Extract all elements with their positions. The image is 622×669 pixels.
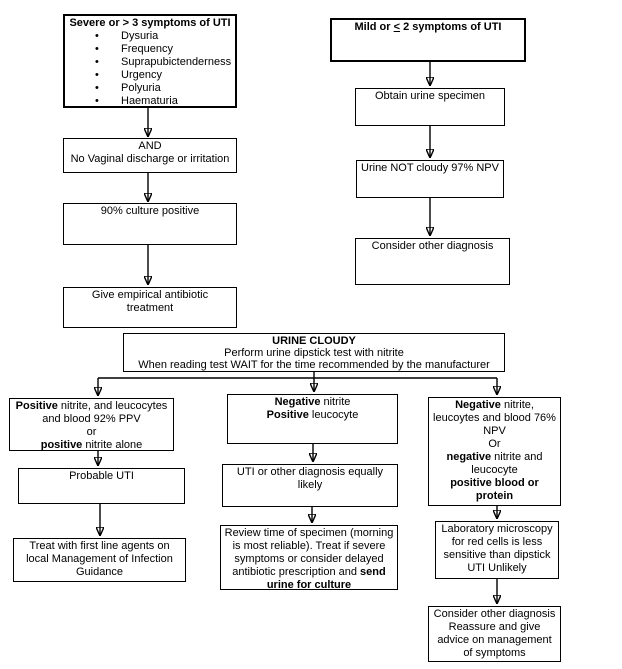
- review-line2: is most reliable). Treat if severe: [232, 540, 386, 552]
- culture-positive-box: 90% culture positive: [63, 203, 237, 245]
- consider-other-diagnosis-reassure-box: Consider other diagnosis Reassure and gi…: [428, 606, 561, 662]
- branch-left-line2: and blood 92% PPV: [42, 413, 141, 425]
- severe-symptoms-box: Severe or > 3 symptoms of UTI • Dysuria •…: [63, 14, 237, 108]
- treat-line2: local Management of Infection: [26, 553, 173, 565]
- consider-bottom-line4: of symptoms: [463, 647, 526, 659]
- list-item: • Urgency: [95, 69, 235, 82]
- bullet-icon: •: [95, 95, 99, 107]
- bullet-label: Frequency: [121, 43, 173, 55]
- uti-or-other-diagnosis-box: UTI or other diagnosis equally likely: [222, 464, 398, 507]
- bullet-icon: •: [95, 82, 99, 94]
- bullet-label: Polyuria: [121, 82, 161, 94]
- branch-right-line8: protein: [475, 490, 514, 502]
- positive-nitrite-branch-box: Positive nitrite, and leucocytes and blo…: [9, 398, 174, 451]
- bullet-icon: •: [95, 56, 99, 68]
- negative-nitrite-branch-box: Negative nitrite, leucoytes and blood 76…: [428, 397, 561, 506]
- branch-right-line2: leucoytes and blood 76%: [433, 412, 556, 424]
- no-discharge-label: No Vaginal discharge or irritation: [70, 153, 230, 165]
- uti-other-line2: likely: [297, 479, 323, 491]
- lab-line1: Laboratory microscopy: [441, 523, 553, 535]
- branch-mid-line2: Positive leucocyte: [266, 409, 359, 421]
- consider-bottom-line3: advice on management: [437, 634, 552, 646]
- list-item: • Haematuria: [95, 95, 235, 108]
- urine-not-cloudy-box: Urine NOT cloudy 97% NPV: [356, 160, 504, 198]
- branch-right-line3: NPV: [483, 425, 506, 437]
- branch-mid-line1: Negative nitrite: [274, 396, 351, 408]
- and-no-discharge-box: AND No Vaginal discharge or irritation: [63, 138, 237, 173]
- review-line4: antibiotic prescription and send: [232, 566, 386, 578]
- probable-uti-box: Probable UTI: [18, 468, 185, 504]
- leq-symbol: <: [393, 21, 401, 33]
- bullet-label: Dysuria: [121, 30, 159, 42]
- review-time-specimen-box: Review time of specimen (morning is most…: [220, 525, 398, 591]
- laboratory-microscopy-box: Laboratory microscopy for red cells is l…: [435, 521, 559, 579]
- obtain-specimen-label: Obtain urine specimen: [374, 90, 486, 102]
- mild-title-pre: Mild or: [354, 21, 394, 33]
- review-line3: symptoms or consider delayed: [234, 553, 384, 565]
- mild-title-post: 2 symptoms of UTI: [400, 21, 502, 33]
- severe-symptoms-title: Severe or > 3 symptoms of UTI: [69, 17, 231, 29]
- bullet-label: Suprapubictenderness: [121, 56, 232, 68]
- severe-symptoms-list: • Dysuria • Frequency • Suprapubictendernes…: [65, 30, 235, 108]
- treat-line3: Guidance: [75, 566, 124, 578]
- and-label: AND: [138, 140, 162, 152]
- branch-right-line4: Or: [488, 438, 501, 450]
- lab-line3: sensitive than dipstick: [443, 549, 551, 561]
- probable-uti-label: Probable UTI: [69, 470, 134, 482]
- consider-bottom-line1: Consider other diagnosis: [433, 608, 556, 620]
- bullet-label: Urgency: [121, 69, 162, 81]
- lab-line2: for red cells is less: [451, 536, 543, 548]
- mild-symptoms-box: Mild or < 2 symptoms of UTI: [330, 18, 526, 62]
- list-item: • Dysuria: [95, 30, 235, 43]
- culture-positive-label: 90% culture positive: [100, 205, 200, 217]
- branch-right-line6: leucocyte: [471, 464, 518, 476]
- branch-left-line4: positive nitrite alone: [40, 439, 143, 451]
- empirical-treatment-box: Give empirical antibiotic treatment: [63, 287, 237, 328]
- review-line5: urine for culture: [266, 579, 352, 591]
- branch-right-line1: Negative nitrite,: [455, 399, 534, 411]
- empirical-line1: Give empirical antibiotic: [91, 289, 209, 301]
- urine-cloudy-line3: When reading test WAIT for the time reco…: [138, 359, 490, 371]
- empirical-line2: treatment: [126, 302, 174, 314]
- treat-first-line-box: Treat with first line agents on local Ma…: [13, 538, 186, 582]
- bullet-label: Haematuria: [121, 95, 178, 107]
- treat-line1: Treat with first line agents on: [29, 540, 170, 552]
- list-item: • Frequency: [95, 43, 235, 56]
- review-line1: Review time of specimen (morning: [224, 527, 394, 539]
- bullet-icon: •: [95, 43, 99, 55]
- branch-left-line3: or: [86, 426, 97, 438]
- urine-not-cloudy-label: Urine NOT cloudy 97% NPV: [361, 162, 499, 174]
- connector-cloudy-split: [98, 371, 497, 379]
- branch-right-line5: negative nitrite and: [446, 451, 543, 463]
- obtain-specimen-box: Obtain urine specimen: [355, 88, 505, 126]
- consider-bottom-line2: Reassure and give: [448, 621, 541, 633]
- consider-other-diagnosis-label: Consider other diagnosis: [371, 240, 494, 252]
- urine-cloudy-title: URINE CLOUDY: [272, 335, 356, 347]
- consider-other-diagnosis-box: Consider other diagnosis: [355, 238, 510, 285]
- list-item: • Suprapubictenderness: [95, 56, 235, 69]
- uti-other-line1: UTI or other diagnosis equally: [236, 466, 384, 478]
- branch-right-line7: positive blood or: [450, 477, 539, 489]
- branch-left-line1: Positive nitrite, and leucocytes: [15, 400, 168, 412]
- lab-line4: UTI Unlikely: [467, 562, 527, 574]
- list-item: • Polyuria: [95, 82, 235, 95]
- bullet-icon: •: [95, 30, 99, 42]
- negative-nitrite-positive-leucocyte-box: Negative nitrite Positive leucocyte: [227, 394, 398, 444]
- bullet-icon: •: [95, 69, 99, 81]
- urine-cloudy-line2: Perform urine dipstick test with nitrite: [224, 347, 404, 359]
- urine-cloudy-box: URINE CLOUDY Perform urine dipstick test…: [123, 333, 505, 372]
